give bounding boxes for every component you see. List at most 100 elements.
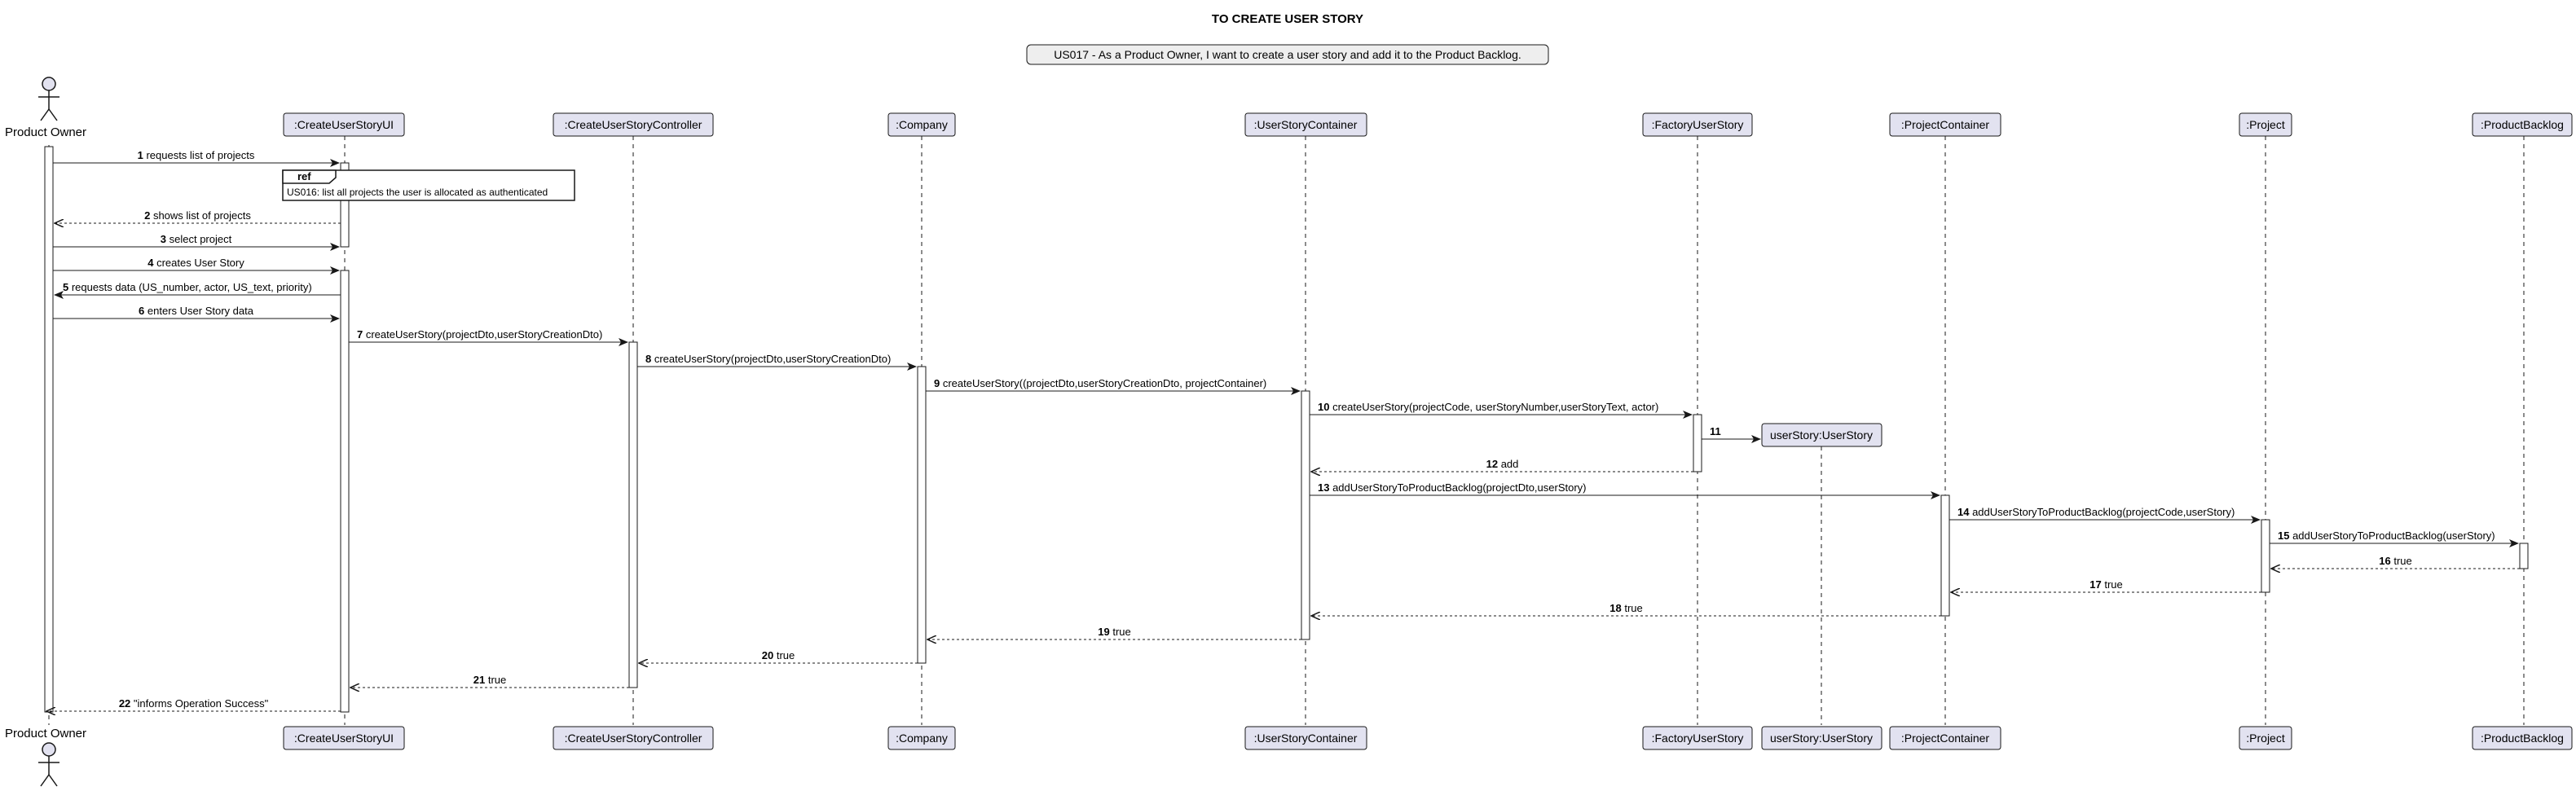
- participant-company-label: :Company: [896, 118, 948, 131]
- message-label-12: 12 add: [1486, 458, 1519, 470]
- message-label-16: 16 true: [2379, 555, 2411, 567]
- participant-usc-bottom: :UserStoryContainer: [1244, 726, 1367, 750]
- message-number-4: 4: [148, 257, 154, 269]
- message-label-17: 17 true: [2089, 578, 2122, 591]
- message-12: 12 add: [1311, 458, 1693, 472]
- message-7: 7 createUserStory(projectDto,userStoryCr…: [349, 328, 628, 346]
- note-box: [1026, 44, 1549, 65]
- activation-bars: [44, 146, 2529, 713]
- ref-frame: ref US016: list all projects the user is…: [282, 169, 575, 201]
- message-text-12: add: [1498, 458, 1518, 470]
- message-text-16: true: [2391, 555, 2412, 567]
- participant-us-label: userStory:UserStory: [1770, 428, 1873, 442]
- message-text-3: select project: [166, 233, 232, 245]
- message-label-21: 21 true: [473, 674, 506, 686]
- participant-pc-bottom: :ProjectContainer: [1889, 726, 2001, 750]
- participant-us-bottom: userStory:UserStory: [1761, 726, 1882, 750]
- message-1: 1 requests list of projects: [53, 149, 340, 167]
- message-label-14: 14 addUserStoryToProductBacklog(projectC…: [1957, 506, 2235, 518]
- message-number-11: 11: [1710, 425, 1721, 437]
- actor-label-top: Product Owner: [5, 125, 86, 139]
- message-number-15: 15: [2278, 530, 2289, 542]
- message-number-6: 6: [139, 305, 144, 317]
- message-text-20: true: [773, 649, 795, 661]
- activation-usc: [1301, 390, 1310, 640]
- message-number-17: 17: [2089, 578, 2101, 591]
- message-number-19: 19: [1098, 626, 1109, 638]
- activation-actor: [44, 146, 54, 713]
- participant-project-bottom: :Project: [2239, 726, 2292, 750]
- activation-factory: [1693, 414, 1702, 472]
- message-label-11: 11: [1710, 425, 1721, 437]
- message-label-15: 15 addUserStoryToProductBacklog(userStor…: [2278, 530, 2495, 542]
- message-number-7: 7: [357, 328, 363, 341]
- diagram-title: TO CREATE USER STORY: [1212, 12, 1363, 26]
- message-number-2: 2: [144, 209, 150, 222]
- message-number-9: 9: [934, 377, 940, 389]
- participant-ui-top: :CreateUserStoryUI: [283, 112, 405, 137]
- message-text-17: true: [2102, 578, 2123, 591]
- message-number-14: 14: [1957, 506, 1970, 518]
- message-text-5: requests data (US_number, actor, US_text…: [68, 281, 311, 293]
- message-number-18: 18: [1609, 602, 1621, 614]
- message-label-22: 22 "informs Operation Success": [119, 697, 269, 710]
- message-14: 14 addUserStoryToProductBacklog(projectC…: [1949, 506, 2261, 524]
- message-number-16: 16: [2379, 555, 2390, 567]
- participant-pb-bottom: :ProductBacklog: [2472, 726, 2573, 750]
- participant-usc-label-bottom: :UserStoryContainer: [1254, 732, 1358, 745]
- message-number-10: 10: [1318, 401, 1329, 413]
- message-number-8: 8: [645, 353, 651, 365]
- message-21: 21 true: [350, 674, 629, 688]
- message-text-19: true: [1110, 626, 1131, 638]
- message-text-4: creates User Story: [153, 257, 244, 269]
- message-number-12: 12: [1486, 458, 1498, 470]
- activation-project: [2261, 519, 2270, 593]
- participants-top: Product Owner :CreateUserStoryUI :Create…: [5, 77, 2573, 139]
- message-label-1: 1 requests list of projects: [138, 149, 255, 161]
- message-text-14: addUserStoryToProductBacklog(projectCode…: [1969, 506, 2235, 518]
- participant-ui-label-bottom: :CreateUserStoryUI: [294, 732, 394, 745]
- message-17: 17 true: [1951, 578, 2261, 592]
- activation-ctrl: [628, 341, 638, 688]
- message-label-10: 10 createUserStory(projectCode, userStor…: [1318, 401, 1658, 413]
- message-label-5: 5 requests data (US_number, actor, US_te…: [63, 281, 312, 293]
- participant-company-top: :Company: [887, 112, 956, 137]
- participant-usc-label: :UserStoryContainer: [1254, 118, 1358, 131]
- message-2: 2 shows list of projects: [55, 209, 341, 223]
- activation-ui-2: [340, 270, 350, 713]
- participant-pc-label-bottom: :ProjectContainer: [1901, 732, 1990, 745]
- participant-pb-label: :ProductBacklog: [2481, 118, 2564, 131]
- message-13: 13 addUserStoryToProductBacklog(projectD…: [1310, 481, 1940, 499]
- lifelines: [48, 136, 2525, 725]
- message-text-6: enters User Story data: [144, 305, 253, 317]
- message-label-6: 6 enters User Story data: [139, 305, 254, 317]
- participants-bottom: Product Owner :CreateUserStoryUI :Create…: [5, 726, 2573, 787]
- message-label-20: 20 true: [762, 649, 795, 661]
- participant-ctrl-bottom: :CreateUserStoryController: [553, 726, 714, 750]
- participant-ctrl-label: :CreateUserStoryController: [565, 118, 702, 131]
- participant-ui-bottom: :CreateUserStoryUI: [283, 726, 405, 750]
- participant-ui-label: :CreateUserStoryUI: [294, 118, 394, 131]
- message-22: 22 "informs Operation Success": [46, 697, 341, 711]
- ref-tag: ref: [297, 170, 311, 182]
- message-4: 4 creates User Story: [53, 257, 340, 275]
- activation-pb: [2519, 543, 2529, 569]
- message-19: 19 true: [927, 626, 1301, 639]
- message-15: 15 addUserStoryToProductBacklog(userStor…: [2270, 530, 2519, 547]
- participant-ctrl-top: :CreateUserStoryController: [553, 112, 714, 137]
- message-number-5: 5: [63, 281, 68, 293]
- message-label-13: 13 addUserStoryToProductBacklog(projectD…: [1318, 481, 1587, 494]
- message-text-22: "informs Operation Success": [130, 697, 268, 710]
- message-text-13: addUserStoryToProductBacklog(projectDto,…: [1329, 481, 1586, 494]
- message-label-18: 18 true: [1609, 602, 1642, 614]
- message-8: 8 createUserStory(projectDto,userStoryCr…: [637, 353, 917, 371]
- participant-project-top: :Project: [2239, 112, 2292, 137]
- message-label-4: 4 creates User Story: [148, 257, 244, 269]
- message-10: 10 createUserStory(projectCode, userStor…: [1310, 401, 1693, 419]
- message-text-10: createUserStory(projectCode, userStoryNu…: [1329, 401, 1658, 413]
- participant-project-label: :Project: [2246, 118, 2285, 131]
- participant-pb-top: :ProductBacklog: [2472, 112, 2573, 137]
- message-text-21: true: [485, 674, 506, 686]
- participant-pb-label-bottom: :ProductBacklog: [2481, 732, 2564, 745]
